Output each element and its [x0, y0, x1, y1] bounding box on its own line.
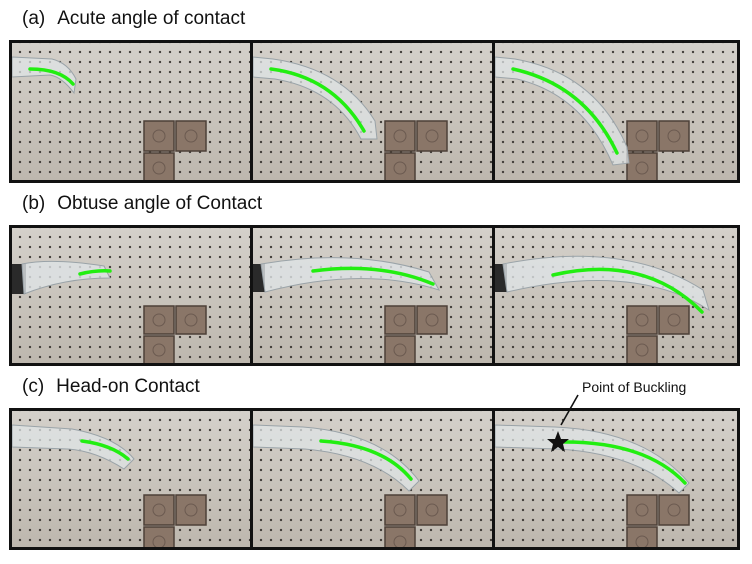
row-b-frame-2	[253, 228, 492, 363]
row-b-label: (b) Obtuse angle of Contact	[22, 193, 262, 215]
row-c-frame-3	[495, 411, 737, 547]
row-a-frame-3	[495, 43, 737, 180]
row-a-label: (a) Acute angle of contact	[22, 8, 245, 30]
row-c-frame-1	[12, 411, 250, 547]
row-c-strip	[9, 408, 740, 550]
row-c-title: Head-on Contact	[56, 376, 200, 397]
row-b-title: Obtuse angle of Contact	[57, 193, 263, 214]
row-a-frame-2	[253, 43, 492, 180]
tip-trajectory	[28, 67, 75, 86]
row-a-tag: (a)	[22, 8, 46, 29]
row-c-frame-2	[253, 411, 492, 547]
row-c-tag: (c)	[22, 376, 45, 397]
row-b-strip	[9, 225, 740, 366]
soft-robot-body	[12, 56, 77, 95]
row-a-title: Acute angle of contact	[57, 8, 246, 29]
point-of-buckling-label: Point of Buckling	[582, 379, 687, 395]
row-b-frame-1	[12, 228, 250, 363]
row-a-strip	[9, 40, 740, 183]
row-a-frame-1	[12, 43, 250, 180]
row-b-frame-3	[495, 228, 737, 363]
row-b-tag: (b)	[22, 193, 46, 214]
star-icon	[547, 431, 569, 452]
row-c-label: (c) Head-on Contact	[22, 376, 200, 398]
obstacle-blocks	[143, 120, 207, 180]
